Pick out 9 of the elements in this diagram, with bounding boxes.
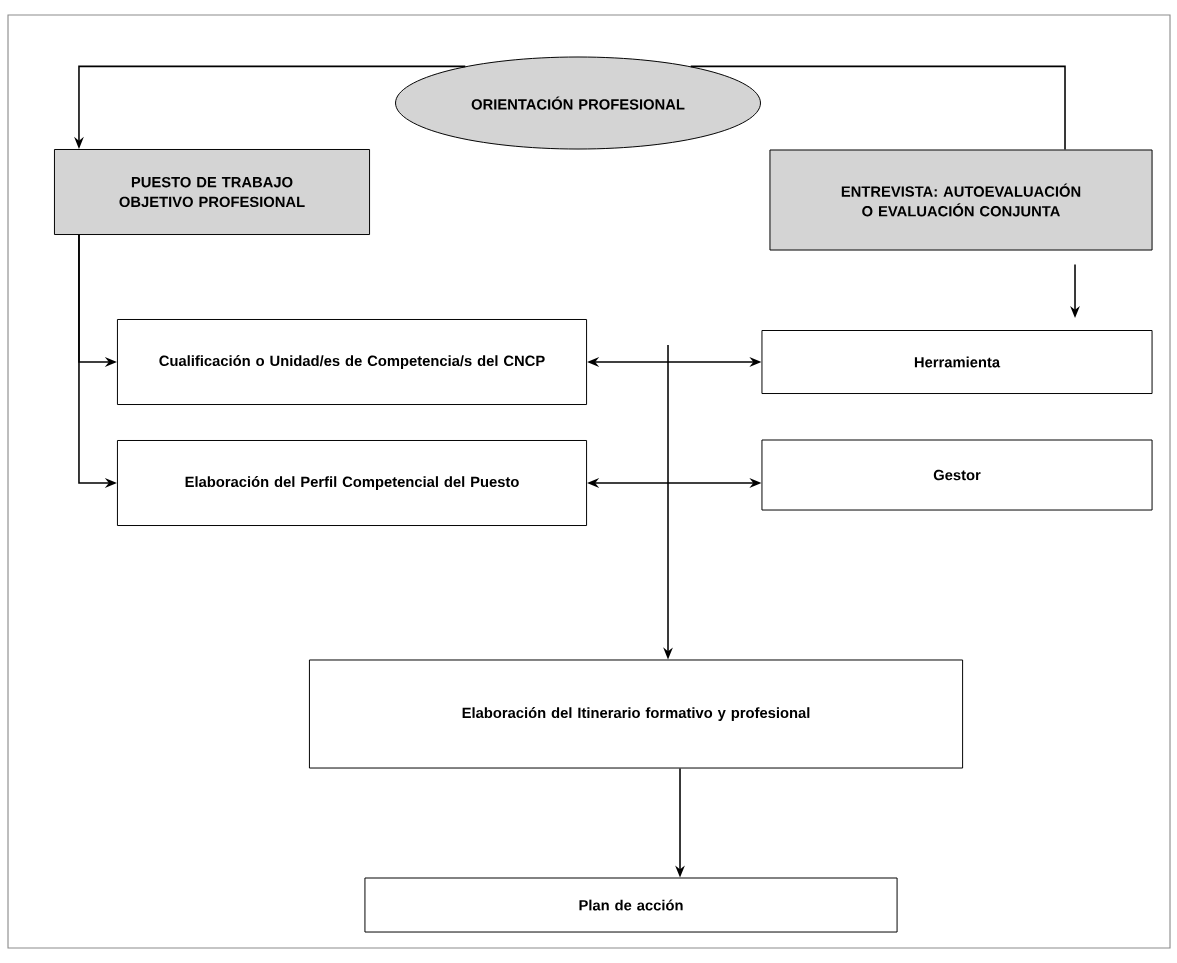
process-box: Elaboración del Itinerario formativo y profesional: [308, 659, 964, 769]
process-box: Gestor: [761, 439, 1153, 511]
process-box: Cualificación o Unidad/es de Competencia/s del CNCP: [116, 319, 588, 405]
process-box: Herramienta: [761, 330, 1153, 394]
process-box: PUESTO DE TRABAJO OBJETIVO PROFESIONAL: [53, 149, 371, 235]
process-box: Plan de acción: [364, 877, 898, 933]
process-box: ENTREVISTA: AUTOEVALUACIÓN O EVALUACIÓN CONJUNTA: [769, 149, 1153, 251]
oval-node: ORIENTACIÓN PROFESIONAL: [395, 56, 761, 150]
process-box: Elaboración del Perfil Competencial del Puesto: [116, 440, 588, 526]
